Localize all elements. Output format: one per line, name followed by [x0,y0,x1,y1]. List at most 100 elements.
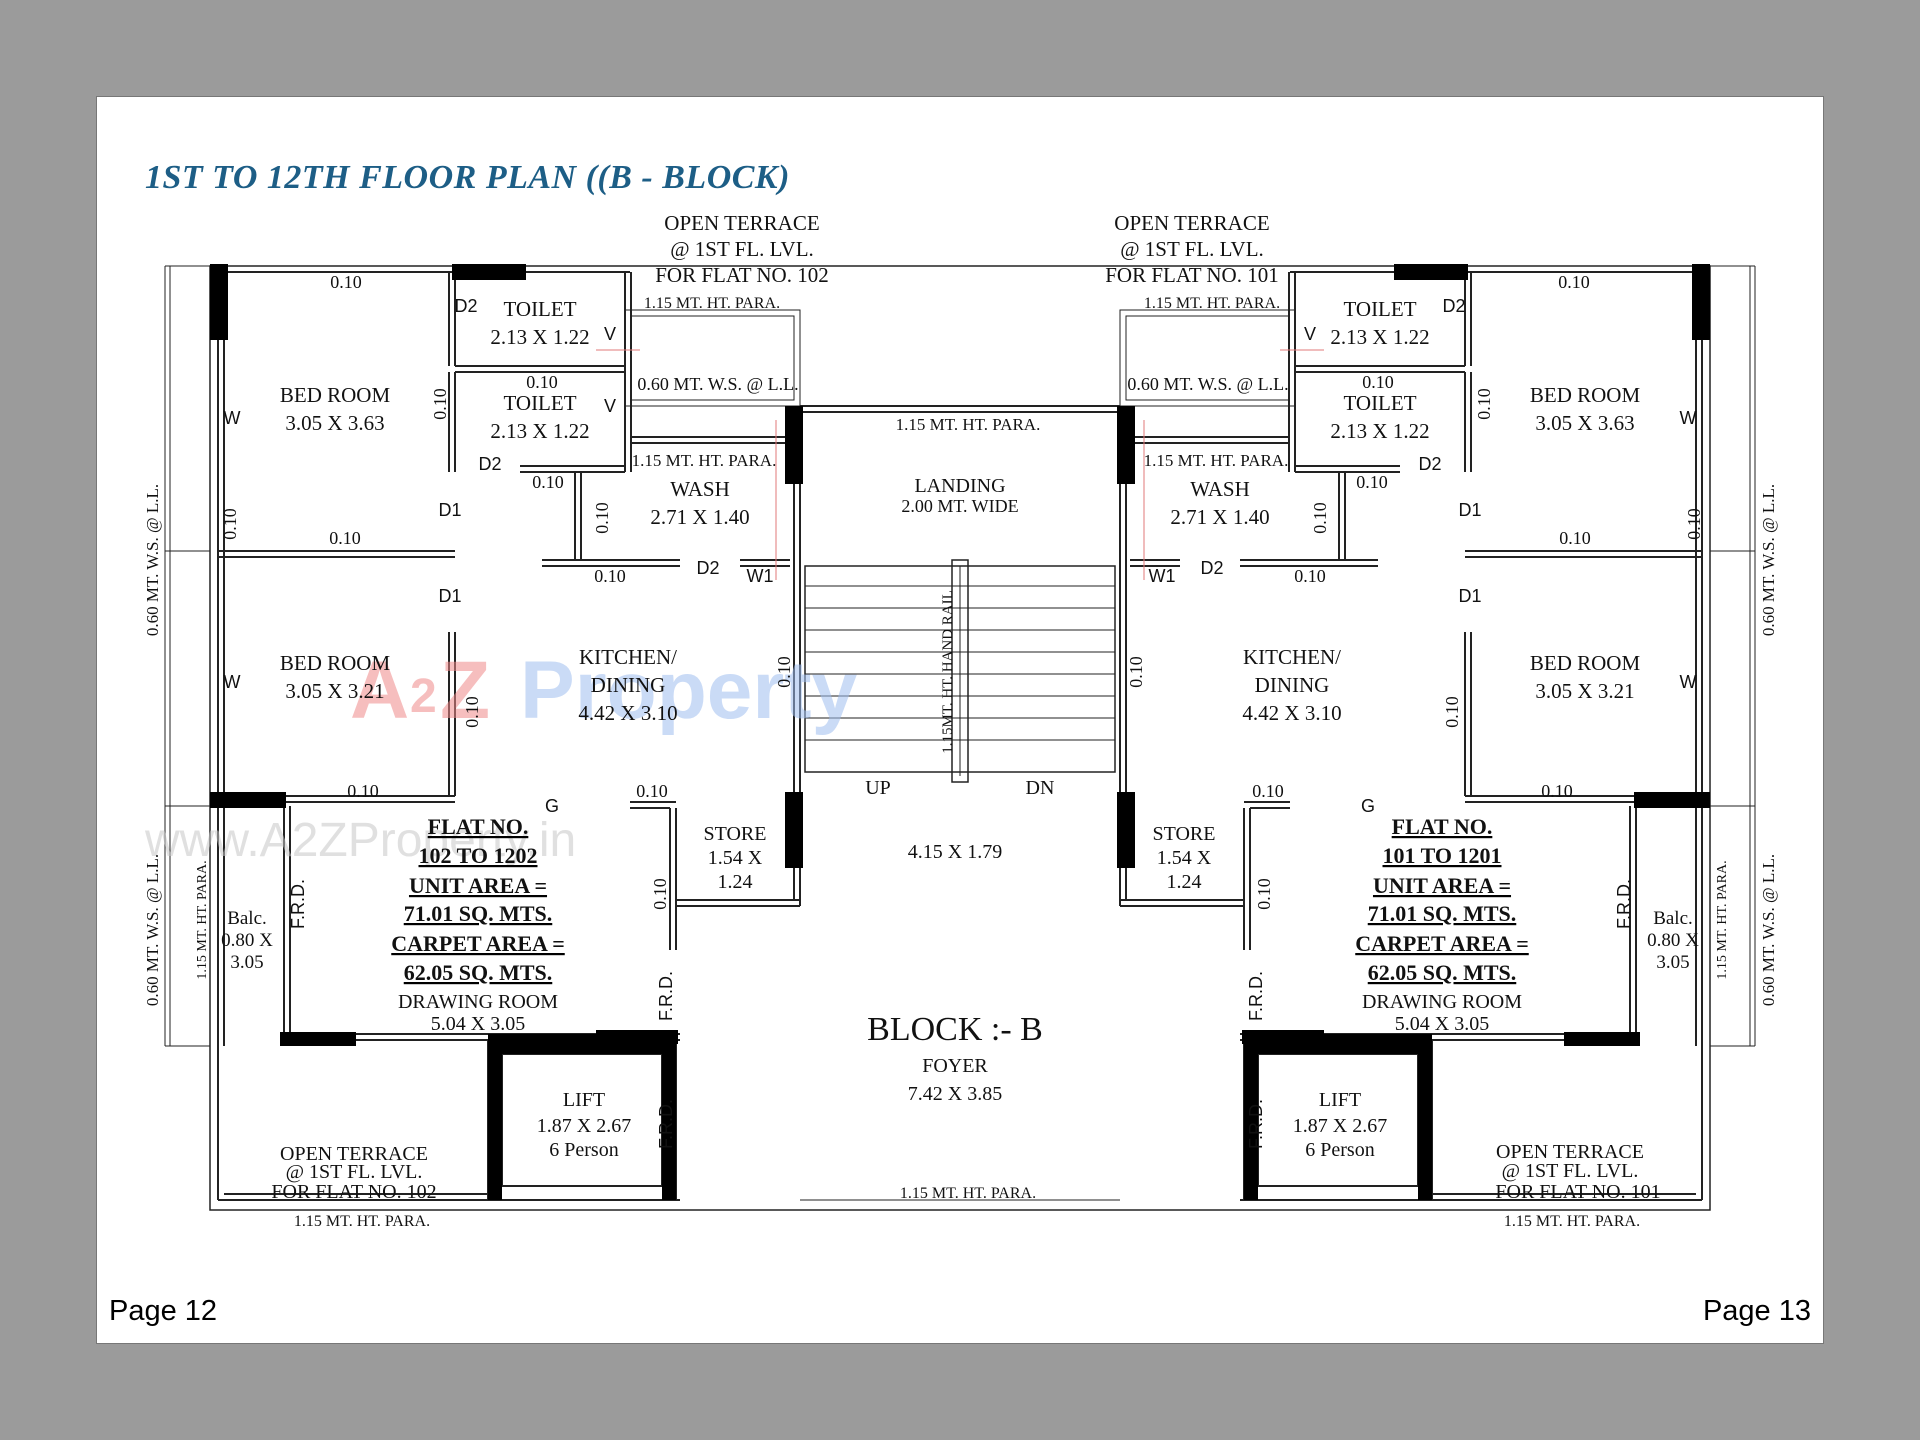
svg-text:0.10: 0.10 [462,696,482,728]
svg-text:0.60 MT. W.S. @ L.L.: 0.60 MT. W.S. @ L.L. [1759,484,1778,636]
svg-text:1.15 MT. HT. PARA.: 1.15 MT. HT. PARA. [294,1213,430,1230]
svg-text:D2: D2 [478,454,501,474]
svg-text:0.80 X: 0.80 X [221,930,273,951]
svg-text:0.10: 0.10 [220,508,240,540]
svg-text:0.10: 0.10 [636,781,668,801]
svg-text:0.10: 0.10 [430,388,450,420]
svg-text:6 Person: 6 Person [1305,1139,1374,1161]
svg-text:0.10: 0.10 [774,656,794,688]
svg-text:V: V [1304,324,1316,344]
svg-text:1.15 MT. HT. PARA.: 1.15 MT. HT. PARA. [896,415,1041,434]
svg-text:4.42 X 3.10: 4.42 X 3.10 [578,701,677,725]
svg-text:101 TO 1201: 101 TO 1201 [1383,843,1502,868]
svg-text:0.10: 0.10 [594,566,626,586]
svg-text:W: W [1680,672,1697,692]
svg-text:@ 1ST FL. LVL.: @ 1ST FL. LVL. [286,1161,423,1183]
svg-text:0.10: 0.10 [532,472,564,492]
svg-text:3.05 X 3.21: 3.05 X 3.21 [285,679,384,703]
svg-text:1.24: 1.24 [1167,871,1202,893]
svg-text:0.10: 0.10 [1541,781,1573,801]
left-flat-labels: OPEN TERRACE @ 1ST FL. LVL. FOR FLAT NO.… [143,211,829,1230]
svg-text:0.10: 0.10 [330,272,362,292]
svg-text:LANDING: LANDING [914,475,1005,497]
right-flat-labels: OPEN TERRACE @ 1ST FL. LVL. FOR FLAT NO.… [1105,211,1778,1230]
svg-text:0.10: 0.10 [1684,508,1704,540]
svg-text:FOYER: FOYER [922,1055,988,1077]
svg-text:OPEN TERRACE: OPEN TERRACE [280,1143,428,1165]
svg-text:3.05 X 3.63: 3.05 X 3.63 [285,411,384,435]
svg-text:3.05: 3.05 [1656,952,1689,973]
svg-text:2.71 X 1.40: 2.71 X 1.40 [650,505,749,529]
svg-text:0.10: 0.10 [329,528,361,548]
svg-text:DINING: DINING [591,673,666,697]
svg-text:1.15 MT. HT. PARA.: 1.15 MT. HT. PARA. [632,451,777,470]
svg-text:CARPET AREA =: CARPET AREA = [391,931,565,956]
svg-text:5.04 X 3.05: 5.04 X 3.05 [431,1013,525,1035]
svg-text:F.R.D.: F.R.D. [1614,879,1634,929]
page-number-left: Page 12 [109,1295,218,1327]
svg-text:0.80 X: 0.80 X [1647,930,1699,951]
svg-text:F.R.D.: F.R.D. [656,1099,676,1149]
svg-text:3.05 X 3.21: 3.05 X 3.21 [1535,679,1634,703]
svg-text:4.15 X 1.79: 4.15 X 1.79 [908,841,1002,863]
svg-text:0.10: 0.10 [526,372,558,392]
svg-text:D2: D2 [1200,558,1223,578]
svg-text:6 Person: 6 Person [549,1139,618,1161]
svg-text:F.R.D.: F.R.D. [656,971,676,1021]
svg-text:4.42 X 3.10: 4.42 X 3.10 [1242,701,1341,725]
svg-text:STORE: STORE [1153,823,1216,845]
svg-text:DN: DN [1026,777,1055,799]
svg-text:TOILET: TOILET [503,297,576,321]
svg-text:0.60 MT. W.S. @ L.L.: 0.60 MT. W.S. @ L.L. [1759,854,1778,1006]
svg-text:WASH: WASH [670,477,730,501]
svg-text:D2: D2 [1442,296,1465,316]
svg-text:TOILET: TOILET [503,391,576,415]
svg-text:2.00 MT. WIDE: 2.00 MT. WIDE [901,496,1018,516]
svg-text:OPEN TERRACE: OPEN TERRACE [664,211,819,235]
svg-text:FOR FLAT NO. 102: FOR FLAT NO. 102 [271,1181,436,1203]
svg-text:1.15 MT. HT. PARA.: 1.15 MT. HT. PARA. [1715,860,1730,979]
svg-text:@ 1ST FL. LVL.: @ 1ST FL. LVL. [1120,237,1264,261]
svg-text:Z: Z [440,645,490,736]
svg-text:0.10: 0.10 [1126,656,1146,688]
svg-text:F.R.D.: F.R.D. [1246,971,1266,1021]
svg-text:3.05 X 3.63: 3.05 X 3.63 [1535,411,1634,435]
svg-text:D2: D2 [696,558,719,578]
svg-text:0.10: 0.10 [592,502,612,534]
svg-text:0.10: 0.10 [1254,878,1274,910]
plan-walls [164,265,1756,1211]
svg-text:D1: D1 [1458,586,1481,606]
svg-text:Balc.: Balc. [1653,908,1693,929]
svg-text:D1: D1 [438,586,461,606]
svg-text:OPEN TERRACE: OPEN TERRACE [1114,211,1269,235]
svg-text:@ 1ST FL. LVL.: @ 1ST FL. LVL. [1502,1160,1639,1182]
svg-text:STORE: STORE [704,823,767,845]
svg-text:1.15 MT. HT. PARA.: 1.15 MT. HT. PARA. [195,860,210,979]
svg-text:1.15 MT. HT. PARA.: 1.15 MT. HT. PARA. [1504,1213,1640,1230]
svg-text:V: V [604,324,616,344]
svg-text:W: W [224,408,241,428]
svg-text:DINING: DINING [1255,673,1330,697]
svg-text:KITCHEN/: KITCHEN/ [579,645,677,669]
svg-text:UNIT AREA =: UNIT AREA = [409,873,547,898]
svg-text:2.13 X 1.22: 2.13 X 1.22 [1330,419,1429,443]
svg-text:DRAWING ROOM: DRAWING ROOM [1362,991,1522,1013]
svg-text:A: A [350,645,409,736]
svg-text:W: W [224,672,241,692]
svg-text:2.13 X 1.22: 2.13 X 1.22 [490,419,589,443]
svg-text:W1: W1 [747,566,774,586]
svg-text:G: G [1361,796,1375,816]
svg-text:OPEN TERRACE: OPEN TERRACE [1496,1141,1644,1163]
svg-text:1.87 X 2.67: 1.87 X 2.67 [1293,1115,1387,1137]
svg-text:CARPET AREA =: CARPET AREA = [1355,931,1529,956]
svg-text:UP: UP [865,777,891,799]
svg-text:LIFT: LIFT [1319,1089,1361,1111]
svg-text:71.01 SQ. MTS.: 71.01 SQ. MTS. [1368,901,1517,926]
svg-text:1.54 X: 1.54 X [708,847,763,869]
svg-text:7.42 X 3.85: 7.42 X 3.85 [908,1083,1002,1105]
svg-text:0.60 MT. W.S. @ L.L.: 0.60 MT. W.S. @ L.L. [1127,374,1288,394]
svg-text:71.01 SQ. MTS.: 71.01 SQ. MTS. [404,901,553,926]
svg-text:1.24: 1.24 [718,871,753,893]
svg-text:2.13 X 1.22: 2.13 X 1.22 [1330,325,1429,349]
